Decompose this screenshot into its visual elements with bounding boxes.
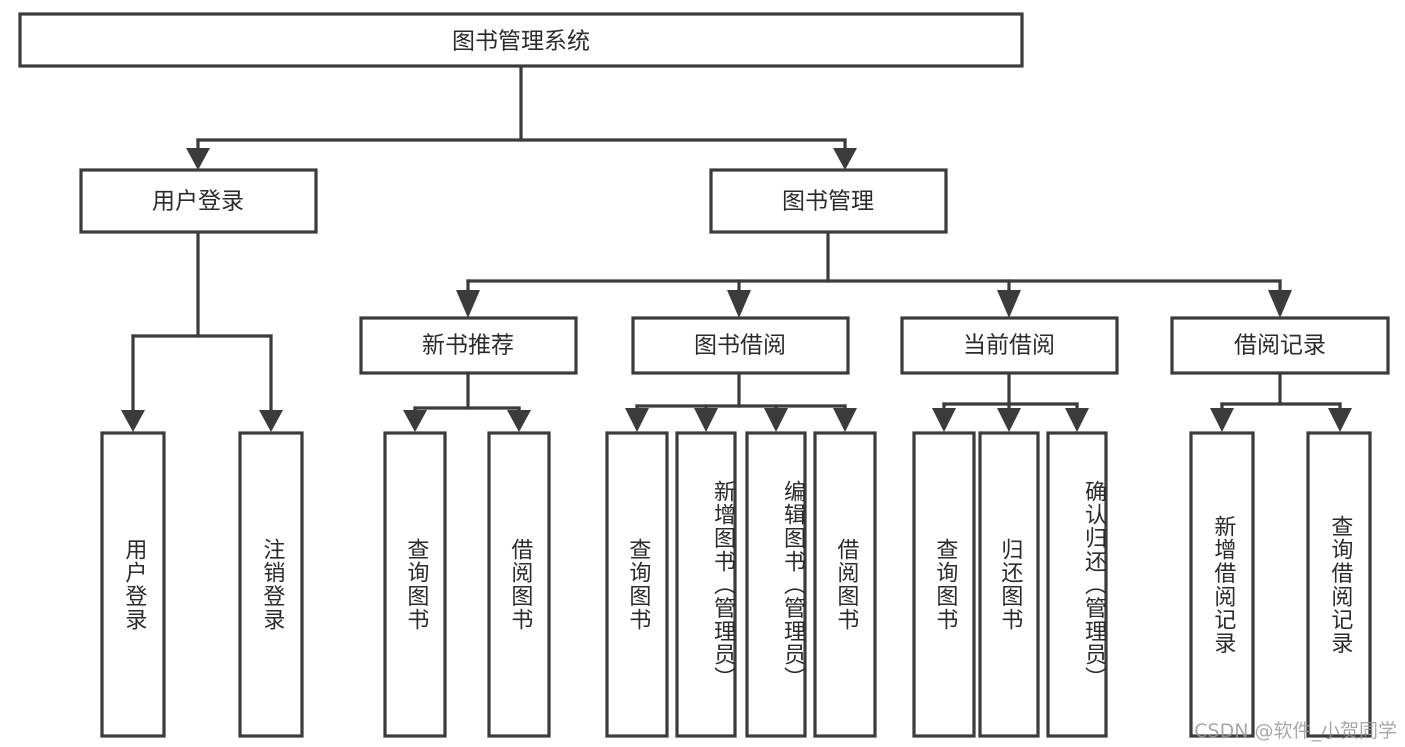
leaf-box-current-return[interactable] — [978, 431, 1040, 738]
node-new-book-recommend[interactable] — [359, 316, 578, 375]
leaf-box-current-confirm[interactable] — [1046, 431, 1108, 738]
leaf-box-user-login-logout[interactable] — [238, 431, 304, 738]
leaf-box-record-add[interactable] — [1189, 431, 1255, 738]
leaf-box-record-query[interactable] — [1306, 431, 1372, 738]
node-user-login-label: 用户登录 — [152, 189, 244, 215]
node-book-management-label: 图书管理 — [782, 189, 874, 215]
leaf-box-borrow-add[interactable] — [675, 431, 737, 738]
node-root-book-management-system[interactable] — [18, 12, 1024, 68]
node-current-borrow-label: 当前借阅 — [963, 333, 1055, 359]
node-borrow-record-label: 借阅记录 — [1234, 333, 1326, 359]
node-book-borrow[interactable] — [631, 316, 850, 375]
connector-book-manage-to-level2 — [456, 230, 1292, 318]
leaf-box-borrow-query[interactable] — [605, 431, 669, 738]
leaf-box-user-login-login[interactable] — [100, 431, 166, 738]
arrowhead-to-book-manage — [833, 148, 857, 170]
connector-borrow-record-to-leaves — [1210, 371, 1352, 432]
connector-current-borrow-to-leaves — [932, 371, 1089, 432]
connector-root-to-level1 — [196, 64, 847, 152]
leaf-box-current-query[interactable] — [912, 431, 976, 738]
connector-user-login-to-leaves — [121, 230, 283, 432]
node-borrow-record[interactable] — [1170, 316, 1390, 375]
connector-new-book-to-leaves — [403, 371, 531, 432]
node-book-borrow-label: 图书借阅 — [694, 333, 786, 359]
node-current-borrow[interactable] — [900, 316, 1119, 375]
leaf-box-newbook-query[interactable] — [383, 431, 447, 738]
arrowhead-to-user-login — [186, 148, 210, 170]
node-book-management[interactable] — [709, 168, 948, 234]
node-root-label: 图书管理系统 — [452, 29, 590, 55]
leaf-box-newbook-borrow[interactable] — [487, 431, 551, 738]
leaf-box-borrow-lend[interactable] — [813, 431, 877, 738]
connector-book-borrow-to-leaves — [625, 371, 857, 432]
leaf-box-borrow-edit[interactable] — [745, 431, 807, 738]
csdn-watermark: CSDN @软件_小贺同学 — [1194, 720, 1397, 742]
node-user-login[interactable] — [79, 168, 318, 234]
node-new-book-recommend-label: 新书推荐 — [422, 333, 514, 359]
